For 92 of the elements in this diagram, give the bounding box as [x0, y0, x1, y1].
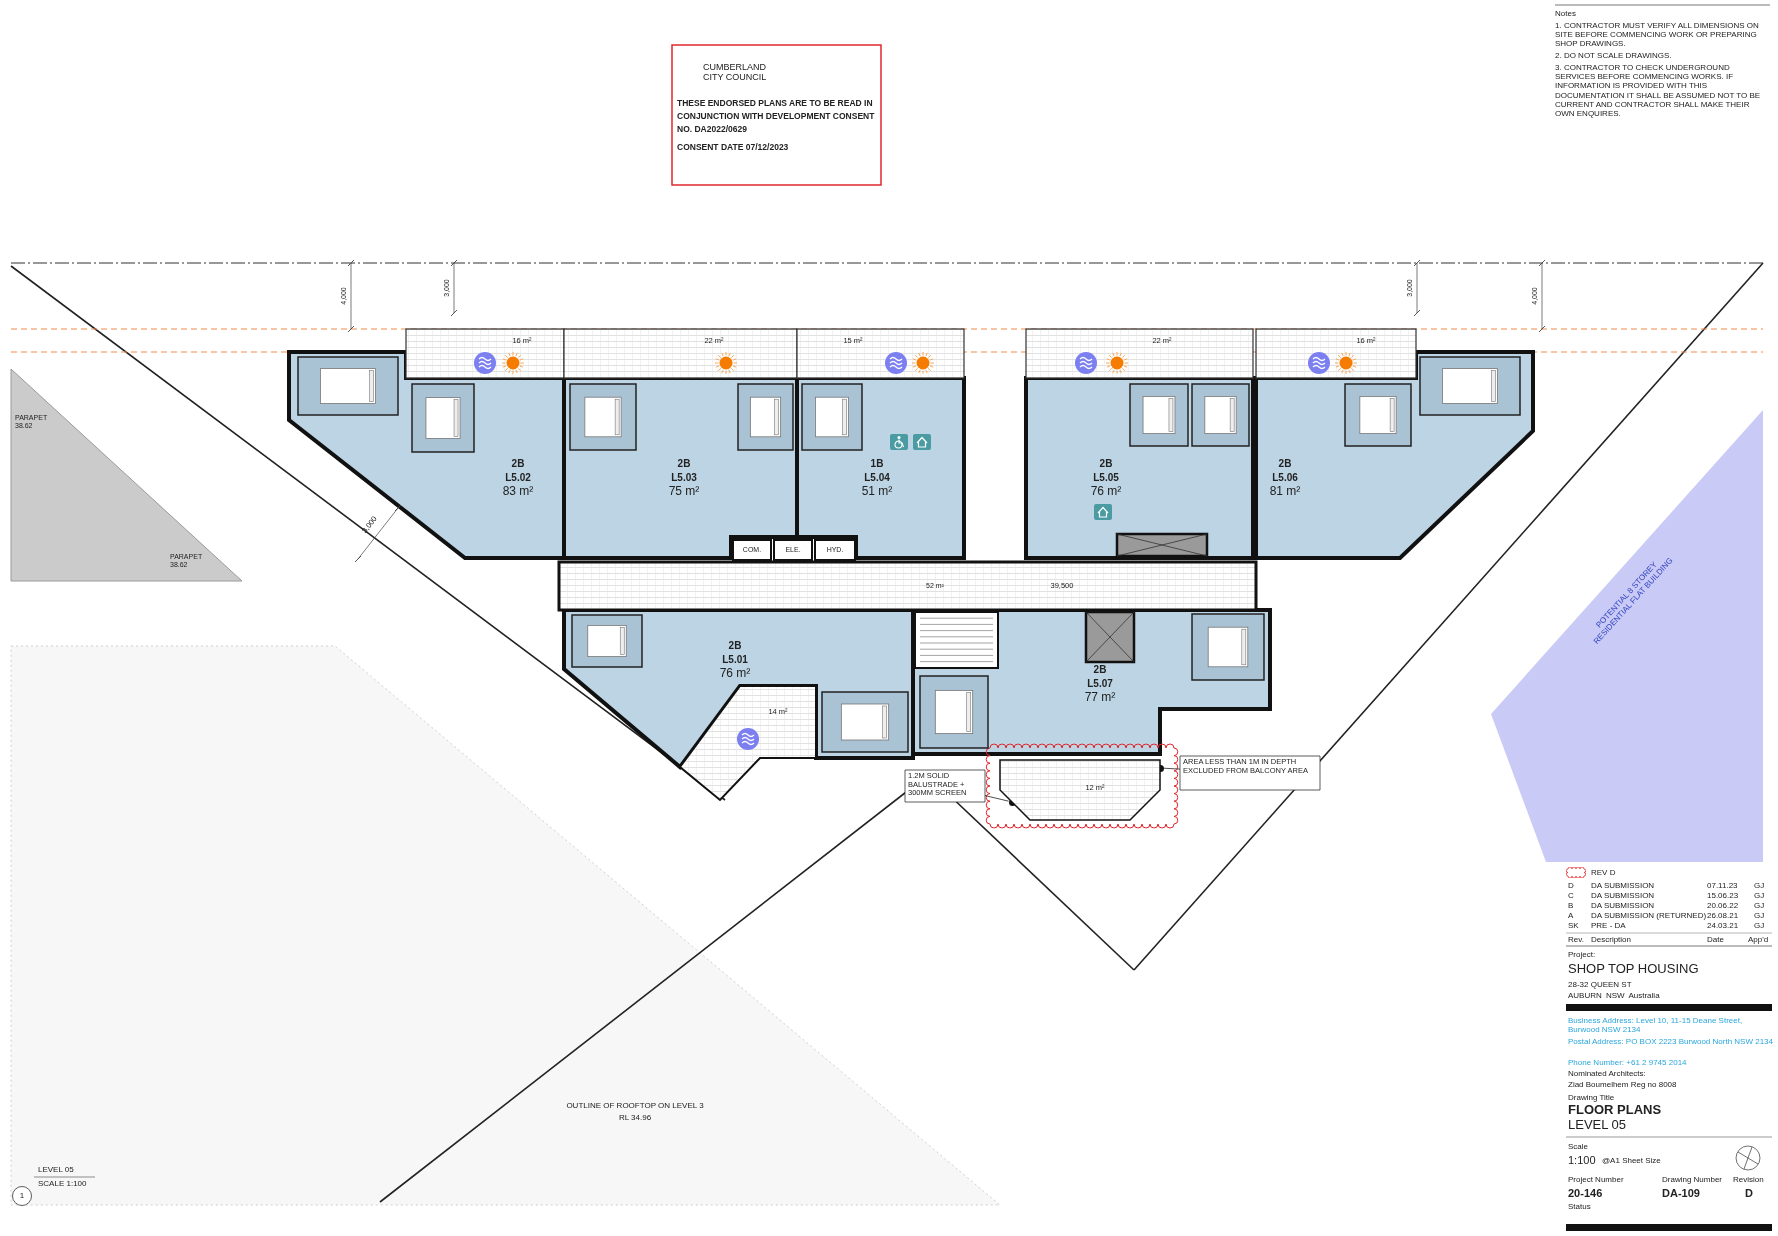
unit-type: 2B: [677, 458, 691, 470]
drawing-title: FLOOR PLANS: [1568, 1102, 1662, 1118]
unit-number: L5.03: [671, 472, 697, 484]
unit-number: L5.02: [505, 472, 531, 484]
address-text: AUBURN NSW Australia: [1568, 991, 1660, 1001]
approver-initials: GJ: [1754, 891, 1765, 901]
field-label: Project:: [1568, 950, 1596, 960]
unit-area: 76 m²: [1090, 485, 1122, 499]
parapet-area: [11, 369, 242, 581]
revision-description: PRE - DA: [1591, 921, 1626, 931]
unit-number: L5.06: [1272, 472, 1298, 484]
scale-value: 1:100: [1568, 1153, 1596, 1167]
callout-note: [905, 770, 985, 802]
field-label: Drawing Title: [1568, 1093, 1615, 1103]
note-text: 3. CONTRACTOR TO CHECK UNDERGROUND SERVICES BEFORE COMMENCING WORKS. IF INFORMATION IS PROVIDED WITH THIS DOCUMENTATION IT SHALL BE ASSUMED NOT TO BE CURRENT AND CONTRACTOR SHALL MAKE THEIR OWN ENQUIRES.: [1555, 63, 1762, 119]
revision-description: DA SUBMISSION: [1591, 891, 1655, 901]
view-number: 1: [19, 1191, 25, 1201]
revision-description: DA SUBMISSION: [1591, 881, 1655, 891]
project-name: SHOP TOP HOUSING: [1568, 961, 1699, 977]
unit-area: 81 m²: [1269, 485, 1301, 499]
revision-date: 26.08.21: [1707, 911, 1739, 921]
unit-type: 2B: [511, 458, 525, 470]
notes-heading: Notes: [1555, 9, 1576, 19]
consent-text: THESE ENDORSED PLANS ARE TO BE READ IN CONJUNCTION WITH DEVELOPMENT CONSENT NO. DA2022/0629: [677, 97, 876, 137]
roof-outline-label: OUTLINE OF ROOFTOP ON LEVEL 3: [566, 1101, 704, 1111]
council-name: CUMBERLAND CITY COUNCIL: [703, 62, 768, 83]
approver-initials: GJ: [1754, 921, 1765, 931]
unit-type: 2B: [1278, 458, 1292, 470]
column-heading: App'd: [1748, 935, 1769, 945]
unit-number: L5.05: [1093, 472, 1119, 484]
service-cupboard: [733, 540, 771, 560]
contact-text: Phone Number: +61 2 9745 2014: [1568, 1058, 1687, 1068]
callout-note: [1180, 756, 1320, 790]
unit-type: 2B: [1093, 664, 1107, 676]
view-title: LEVEL 05: [38, 1165, 74, 1175]
leader-line: [984, 795, 1009, 802]
revision-description: DA SUBMISSION (RETURNED): [1591, 911, 1707, 921]
approver-initials: GJ: [1754, 901, 1765, 911]
field-label: Project Number: [1568, 1175, 1624, 1185]
drawing-subtitle: LEVEL 05: [1568, 1117, 1627, 1133]
revision-code: B: [1568, 901, 1574, 911]
service-cupboard: [815, 540, 855, 560]
neighbouring-site: [1491, 410, 1763, 862]
approver-initials: GJ: [1754, 911, 1765, 921]
unit-area: 76 m²: [719, 667, 751, 681]
view-marker: [12, 1186, 32, 1206]
column-heading: Date: [1707, 935, 1724, 945]
field-label: Revision: [1733, 1175, 1764, 1185]
revision-code: D: [1568, 881, 1574, 891]
revision-date: 15.06.23: [1707, 891, 1739, 901]
revision-date: 24.03.21: [1707, 921, 1739, 931]
leader-line: [1163, 767, 1181, 770]
unit-number: L5.01: [722, 654, 748, 666]
service-cupboard: [774, 540, 812, 560]
drawing-number: DA-109: [1662, 1186, 1700, 1200]
sheet-size-note: @A1 Sheet Size: [1602, 1156, 1661, 1166]
unit-number: L5.04: [864, 472, 890, 484]
revision-code: SK: [1568, 921, 1579, 931]
architect-name: Ziad Boumelhem Reg no 8008: [1568, 1080, 1677, 1090]
approval-stamp: [672, 45, 881, 185]
revision-description: DA SUBMISSION: [1591, 901, 1655, 911]
unit-area: 83 m²: [502, 485, 534, 499]
address-text: 28-32 QUEEN ST: [1568, 980, 1632, 990]
field-label: Scale: [1568, 1142, 1588, 1152]
column-heading: Description: [1591, 935, 1631, 945]
revision-code: A: [1568, 911, 1574, 921]
note-text: 1. CONTRACTOR MUST VERIFY ALL DIMENSIONS ON SITE BEFORE COMMENCING WORK OR PREPARING SHOP DRAWINGS.: [1555, 21, 1760, 49]
revision-date: 07.11.23: [1707, 881, 1738, 891]
revision-date: 20.06.22: [1707, 901, 1739, 911]
unit-area: 75 m²: [668, 485, 700, 499]
unit-type: 1B: [870, 458, 884, 470]
field-label: Drawing Number: [1662, 1175, 1723, 1185]
consent-date: CONSENT DATE 07/12/2023: [677, 143, 789, 153]
contact-text: Business Address: Level 10, 11-15 Deane Street, Burwood NSW 2134: [1568, 1016, 1744, 1035]
unit-type: 2B: [1099, 458, 1113, 470]
revision-value: D: [1745, 1186, 1753, 1200]
unit-area: 77 m²: [1084, 691, 1116, 705]
contact-text: Postal Address: PO BOX 2223 Burwood North NSW 2134: [1568, 1037, 1773, 1047]
revision-code: C: [1568, 891, 1574, 901]
field-label: Status: [1568, 1202, 1591, 1212]
scale-label: SCALE 1:100: [38, 1179, 87, 1189]
unit-number: L5.07: [1087, 678, 1113, 690]
unit-type: 2B: [728, 640, 742, 652]
level-label: RL 34.96: [618, 1113, 652, 1123]
legend-label: REV D: [1591, 868, 1616, 877]
field-label: Nominated Architects:: [1568, 1069, 1646, 1079]
unit-area: 51 m²: [861, 485, 893, 499]
project-number: 20-146: [1568, 1186, 1603, 1200]
column-heading: Rev.: [1568, 935, 1584, 945]
note-text: 2. DO NOT SCALE DRAWINGS.: [1555, 51, 1672, 61]
approver-initials: GJ: [1754, 881, 1765, 891]
corridor: [559, 562, 1256, 610]
